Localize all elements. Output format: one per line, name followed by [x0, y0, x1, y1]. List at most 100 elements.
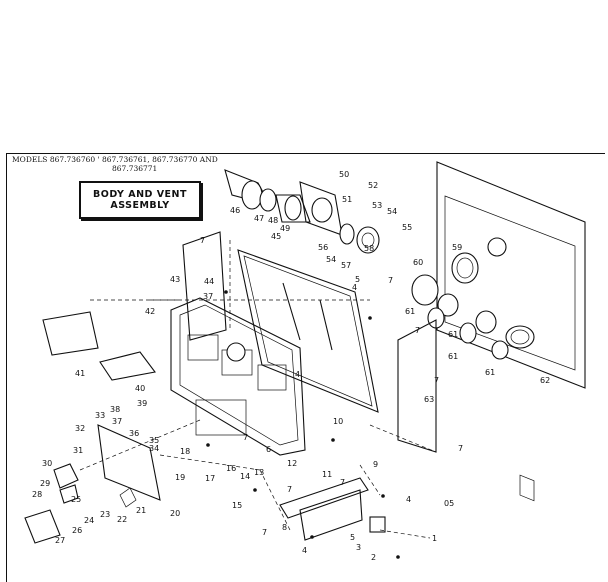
callout-7g: 7 — [262, 528, 267, 537]
callout-39: 39 — [137, 399, 147, 408]
callout-7a: 7 — [200, 236, 205, 245]
callout-49: 49 — [280, 224, 290, 233]
callout-7d: 7 — [434, 376, 439, 385]
diagram-frame — [6, 153, 605, 582]
callout-7b: 7 — [388, 276, 393, 285]
callout-46: 46 — [230, 206, 240, 215]
callout-18: 18 — [180, 447, 190, 456]
callout-33: 33 — [95, 411, 105, 420]
callout-51: 51 — [342, 195, 352, 204]
callout-53: 53 — [372, 201, 382, 210]
callout-17: 17 — [205, 474, 215, 483]
back-panel — [436, 161, 586, 502]
callout-19: 19 — [175, 473, 185, 482]
callout-20: 20 — [170, 509, 180, 518]
callout-6: 6 — [266, 445, 271, 454]
callout-61a: 61 — [405, 307, 415, 316]
callout-7h: 7 — [340, 478, 345, 487]
title-line-2: ASSEMBLY — [110, 200, 170, 211]
fasteners — [206, 290, 400, 559]
models-line-2: 867.736771 — [112, 164, 158, 173]
callout-5b: 5 — [350, 533, 355, 542]
callout-2: 2 — [371, 553, 376, 562]
callout-37b: 37 — [203, 292, 213, 301]
callout-54b: 54 — [326, 255, 336, 264]
left-panel — [182, 231, 227, 341]
callout-4a: 4 — [406, 495, 411, 504]
callout-7f: 7 — [243, 433, 248, 442]
callout-60: 60 — [413, 258, 423, 267]
callout-54a: 54 — [387, 207, 397, 216]
callout-13: 13 — [254, 468, 264, 477]
callout-58: 58 — [364, 244, 374, 253]
callout-26: 26 — [72, 526, 82, 535]
vent-pipe-assembly — [224, 169, 380, 254]
callout-4c: 4 — [352, 283, 357, 292]
title-line-1: BODY AND VENT — [93, 189, 187, 200]
callout-29: 29 — [40, 479, 50, 488]
footer-code: 05 — [444, 499, 454, 508]
callout-35: 35 — [149, 436, 159, 445]
callout-50: 50 — [339, 170, 349, 179]
callout-11: 11 — [322, 470, 332, 479]
callout-15: 15 — [232, 501, 242, 510]
callout-47: 47 — [254, 214, 264, 223]
callout-59: 59 — [452, 243, 462, 252]
callout-37a: 37 — [112, 417, 122, 426]
callout-9: 9 — [373, 460, 378, 469]
callout-7i: 7 — [287, 485, 292, 494]
callout-56: 56 — [318, 243, 328, 252]
callout-1: 1 — [432, 534, 437, 543]
callout-45: 45 — [271, 232, 281, 241]
callout-24: 24 — [84, 516, 94, 525]
top-panel — [237, 249, 379, 413]
callout-4d: 4 — [295, 370, 300, 379]
callout-23: 23 — [100, 510, 110, 519]
callout-4b: 4 — [302, 546, 307, 555]
side-shields — [42, 299, 180, 381]
callout-28: 28 — [32, 490, 42, 499]
callout-31: 31 — [73, 446, 83, 455]
models-header: MODELS 867.736760 ' 867.736761, 867.7367… — [12, 155, 218, 173]
callout-3: 3 — [356, 543, 361, 552]
callout-8: 8 — [282, 523, 287, 532]
callout-10: 10 — [333, 417, 343, 426]
callout-40: 40 — [135, 384, 145, 393]
lower-control-parts — [24, 419, 431, 544]
callout-5a: 5 — [355, 275, 360, 284]
callout-38: 38 — [110, 405, 120, 414]
callout-48: 48 — [268, 216, 278, 225]
callout-30: 30 — [42, 459, 52, 468]
callout-7c: 7 — [415, 326, 420, 335]
vent-rings — [411, 252, 535, 360]
callout-27: 27 — [55, 536, 65, 545]
callout-57: 57 — [341, 261, 351, 270]
callout-41: 41 — [75, 369, 85, 378]
callout-36: 36 — [129, 429, 139, 438]
callout-34: 34 — [149, 444, 159, 453]
callout-61d: 61 — [448, 330, 458, 339]
models-line-1: MODELS 867.736760 ' 867.736761, 867.7367… — [12, 155, 218, 164]
side-panel — [369, 319, 437, 453]
callout-22: 22 — [117, 515, 127, 524]
callout-12: 12 — [287, 459, 297, 468]
callout-52: 52 — [368, 181, 378, 190]
callout-42: 42 — [145, 307, 155, 316]
callout-61b: 61 — [448, 352, 458, 361]
callout-44: 44 — [204, 277, 214, 286]
callout-32: 32 — [75, 424, 85, 433]
callout-63: 63 — [424, 395, 434, 404]
callout-62: 62 — [540, 376, 550, 385]
callout-14: 14 — [240, 472, 250, 481]
callout-7e: 7 — [458, 444, 463, 453]
callout-25: 25 — [71, 495, 81, 504]
callout-16: 16 — [226, 464, 236, 473]
callout-43: 43 — [170, 275, 180, 284]
callout-21: 21 — [136, 506, 146, 515]
assembly-title-box: BODY AND VENT ASSEMBLY — [79, 181, 201, 219]
callout-55: 55 — [402, 223, 412, 232]
callout-61c: 61 — [485, 368, 495, 377]
